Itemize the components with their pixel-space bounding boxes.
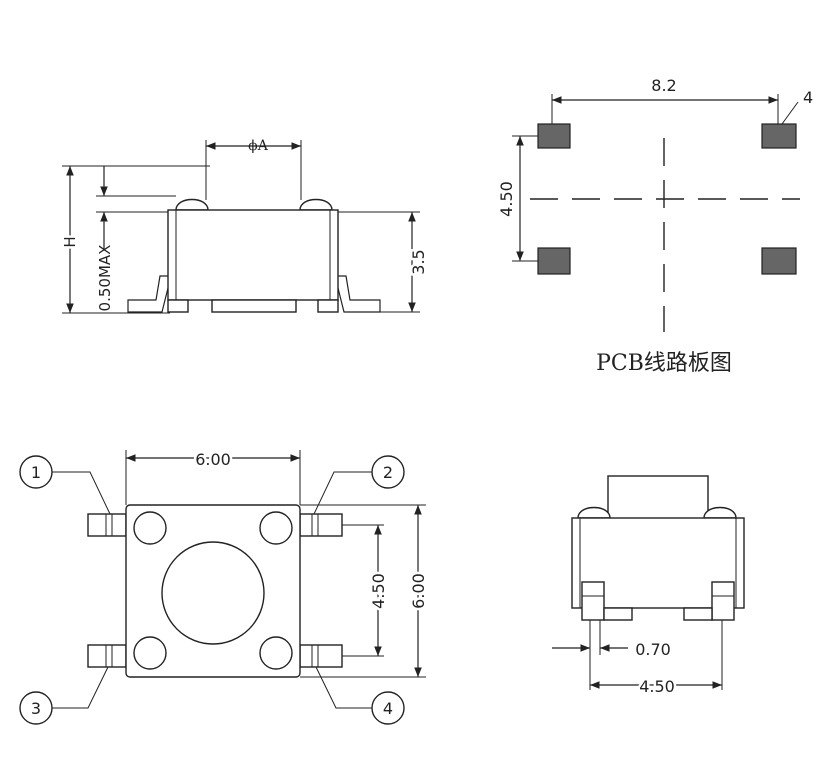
base-foot-left (167, 299, 189, 313)
lead-right (337, 275, 381, 313)
pcb-view: 8.2 4 4.50 PCB线路板图 (495, 76, 814, 376)
pad-top-right (761, 123, 797, 149)
pad-bottom-left (537, 247, 571, 275)
pcb-width-label: 8.2 (651, 76, 676, 95)
front-bump-right (703, 506, 737, 519)
lead-width-label: 0.70 (635, 640, 671, 659)
h-label: H (61, 236, 79, 247)
pin-1-number: 1 (31, 463, 41, 482)
top-view: 6.00 1 2 3 4 (19, 448, 431, 725)
pin-2-number: 2 (383, 463, 393, 482)
actuator-bump-left (175, 198, 209, 211)
base-center (211, 299, 297, 313)
phi-label: ϕA (248, 138, 269, 154)
front-actuator (607, 475, 709, 521)
pad-leader (781, 101, 799, 125)
front-bump-left (577, 506, 611, 519)
front-lead-right (711, 581, 735, 621)
corner-post-br (259, 636, 293, 670)
pin-3-number: 3 (31, 699, 41, 718)
pin-4-number: 4 (383, 699, 393, 718)
pad-bottom-right (761, 247, 797, 275)
base-foot-right (317, 299, 339, 313)
side-view: ϕA H 0.50MAX 3.5 (59, 138, 431, 314)
front-foot-right (683, 607, 713, 621)
height-label: 3.5 (409, 249, 428, 274)
pin-1-leader (52, 471, 111, 515)
top-pitch-label: 4.50 (369, 573, 388, 609)
top-height-label: 6.00 (409, 573, 428, 609)
corner-post-tr (259, 511, 293, 545)
front-foot-left (603, 607, 633, 621)
pad-label: 4 (803, 88, 813, 107)
actuator-bump-right (299, 198, 333, 211)
pad-top-left (537, 123, 571, 149)
pin-4-lead (299, 644, 343, 668)
top-width-label: 6.00 (195, 450, 231, 469)
corner-post-bl (133, 636, 167, 670)
corner-post-tl (133, 511, 167, 545)
actuator-button (161, 541, 265, 645)
front-lead-left (581, 581, 605, 621)
pcb-pitch-label: 4.50 (497, 181, 516, 217)
pin-2-lead (299, 513, 343, 537)
pcb-caption: PCB线路板图 (596, 351, 732, 376)
pin-3-leader (52, 666, 109, 709)
pin-4-leader (315, 666, 372, 709)
switch-body (167, 209, 339, 301)
pin-2-leader (313, 471, 372, 515)
pin-1-lead (87, 513, 127, 537)
pin-3-lead (87, 644, 127, 668)
front-view: 0.70 4.50 (552, 475, 745, 699)
max-label: 0.50MAX (96, 245, 114, 312)
lead-left (127, 275, 169, 313)
front-pitch-label: 4.50 (639, 677, 675, 696)
